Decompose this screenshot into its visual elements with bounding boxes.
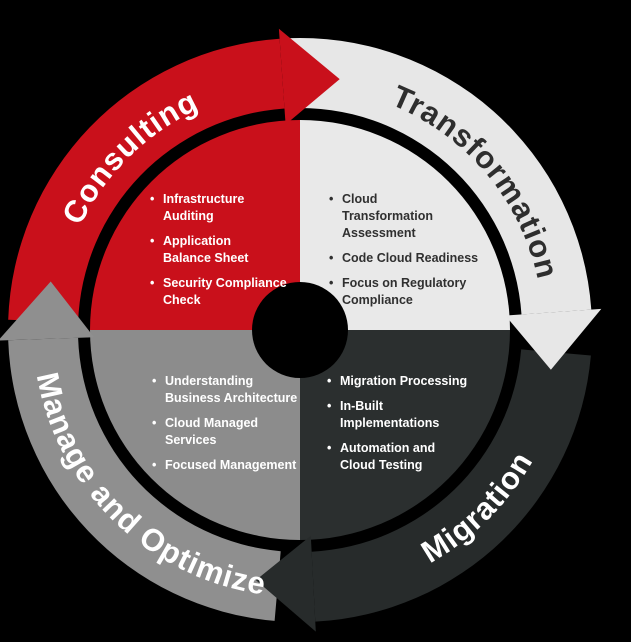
list-item: Focused Management xyxy=(151,457,306,474)
list-item: In-Built Implementations xyxy=(326,398,476,432)
consulting-items: Infrastructure Auditing Application Bala… xyxy=(149,191,291,317)
transformation-arrow xyxy=(284,37,592,315)
consulting-arrowhead-icon xyxy=(278,28,340,125)
migration-items: Migration Processing In-Built Implementa… xyxy=(326,373,476,482)
list-item: Infrastructure Auditing xyxy=(149,191,291,225)
list-item: Understanding Business Architecture xyxy=(151,373,306,407)
manage-arrowhead-icon xyxy=(0,281,95,341)
list-item: Focus on Regulatory Compliance xyxy=(328,275,478,309)
transformation-items: Cloud Transformation Assessment Code Clo… xyxy=(328,191,478,317)
list-item: Cloud Managed Services xyxy=(151,415,306,449)
list-item: Security Compliance Check xyxy=(149,275,291,309)
list-item: Code Cloud Readiness xyxy=(328,250,478,267)
consulting-arrow xyxy=(8,38,285,323)
manage-arrow xyxy=(8,337,281,621)
list-item: Application Balance Sheet xyxy=(149,233,291,267)
list-item: Cloud Transformation Assessment xyxy=(328,191,478,242)
manage-items: Understanding Business Architecture Clou… xyxy=(151,373,306,482)
list-item: Migration Processing xyxy=(326,373,476,390)
list-item: Automation and Cloud Testing xyxy=(326,440,476,474)
migration-arrow xyxy=(311,349,591,622)
migration-arrowhead-icon xyxy=(255,535,316,632)
transformation-arrowhead-icon xyxy=(505,308,602,370)
